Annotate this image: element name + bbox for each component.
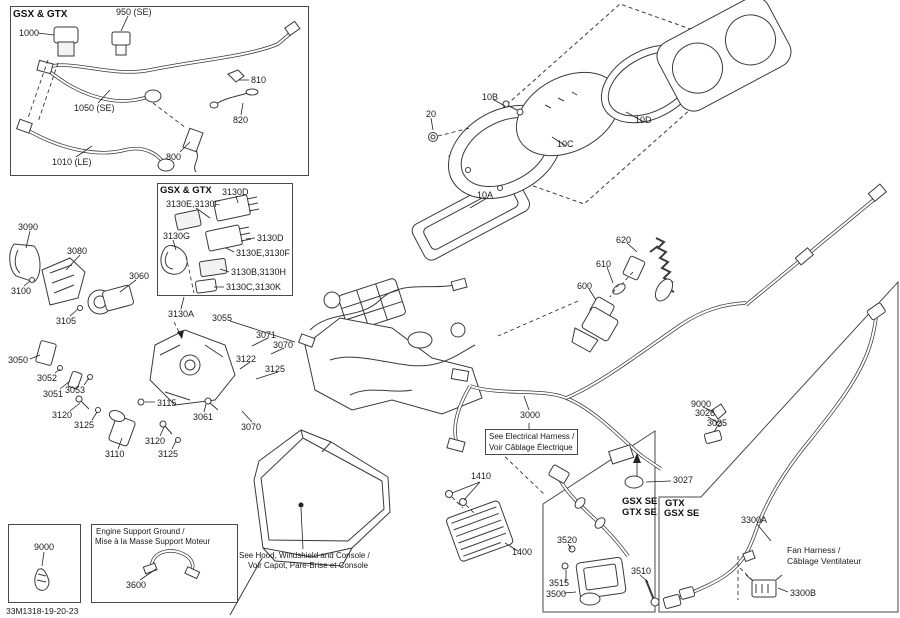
part-callout-9000: 9000 — [691, 399, 712, 409]
electrical-harness-note: See Electrical Harness / Voir Câblage Él… — [485, 429, 579, 456]
connector-kit-title: GSX & GTX — [160, 185, 212, 196]
part-callout-820: 820 — [233, 115, 249, 125]
gauge-cluster-drawing — [411, 0, 792, 261]
part-callout-20: 20 — [426, 109, 437, 119]
electrical-harness-note-line2: Voir Câblage Électrique — [489, 443, 573, 453]
switch-kit-box-frame — [10, 6, 309, 176]
document-code: 33M1318-19-20-23 — [6, 606, 79, 616]
part-callout-3130d: 3130D — [257, 233, 284, 243]
part-callout-1410: 1410 — [471, 471, 492, 481]
part-callout-10d: 10D — [635, 115, 652, 125]
part-callout-3120: 3120 — [145, 436, 166, 446]
part-callout-3071: 3071 — [256, 330, 277, 340]
part-callout-3053: 3053 — [65, 385, 86, 395]
part-callout-3125: 3125 — [74, 420, 95, 430]
part-callout-3100: 3100 — [11, 286, 32, 296]
gtx-kit-title-line1: GTX — [665, 498, 685, 509]
part-callout-950-se-: 950 (SE) — [116, 7, 152, 17]
part-callout-3515: 3515 — [549, 578, 570, 588]
part-callout-3051: 3051 — [43, 389, 64, 399]
part-callout-810: 810 — [251, 75, 267, 85]
part-callout-3300b: 3300B — [790, 588, 817, 598]
part-callout-3510: 3510 — [631, 566, 652, 576]
connector-kit-drawing — [160, 194, 260, 294]
part-callout-3125: 3125 — [265, 364, 286, 374]
part-callout-9000: 9000 — [34, 542, 55, 552]
part-callout-620: 620 — [616, 235, 632, 245]
part-callout-800: 800 — [166, 152, 182, 162]
part-callout-3520: 3520 — [557, 535, 578, 545]
part-callout-3026: 3026 — [695, 408, 716, 418]
part-callout-3060: 3060 — [129, 271, 150, 281]
switch-kit-title: GSX & GTX — [13, 9, 68, 20]
part-callout-3027: 3027 — [673, 475, 694, 485]
part-callout-3600: 3600 — [126, 580, 147, 590]
part-callout-3080: 3080 — [67, 246, 88, 256]
gsx-se-kit-title-line1: GSX SE — [622, 496, 658, 507]
part-callout-10c: 10C — [557, 139, 574, 149]
part-callout-3115: 3115 — [157, 398, 177, 408]
part-callout-3090: 3090 — [18, 222, 39, 232]
part-callout-1010-le-: 1010 (LE) — [52, 157, 92, 167]
gtx-kit-box-frame — [658, 280, 899, 613]
part-callout-3105: 3105 — [56, 316, 77, 326]
fan-harness-drawing — [662, 302, 886, 609]
gtx-kit-title-line2: GSX SE — [664, 508, 700, 519]
ground-kit-title-line2: Mise à la Masse Support Moteur — [95, 537, 211, 546]
part-callout-3300a: 3300A — [741, 515, 768, 525]
part-callout-3122: 3122 — [236, 354, 257, 364]
connector-kit-box-frame — [157, 183, 293, 296]
part-callout-610: 610 — [596, 259, 612, 269]
dashed-reference-lines — [27, 59, 754, 600]
part-callout-3070: 3070 — [241, 422, 262, 432]
fastener-parts-drawing — [624, 403, 727, 489]
part-callout-3130b-3130h: 3130B,3130H — [231, 267, 287, 277]
steering-parts-drawing — [9, 243, 236, 447]
part-callout-3500: 3500 — [546, 589, 567, 599]
ground-kit-title-line1: Engine Support Ground / — [96, 527, 185, 536]
hood-console-note-line1: See Hood, Windshield and Console / — [239, 551, 370, 560]
part-callout-3130e-3130f: 3130E,3130F — [236, 248, 291, 258]
fan-harness-note-line1: Fan Harness / — [787, 545, 841, 555]
leader-lines — [23, 15, 789, 594]
part-callout-3025: 3025 — [707, 418, 728, 428]
part-callout-1000: 1000 — [19, 28, 40, 38]
part-callout-3130e-3130f: 3130E,3130F — [166, 199, 221, 209]
part-callout-3061: 3061 — [193, 412, 214, 422]
part-callout-3055: 3055 — [212, 313, 233, 323]
clamp-box-frame — [8, 524, 81, 603]
part-callout-3110: 3110 — [105, 449, 125, 459]
clamp-drawing — [34, 568, 50, 591]
part-callout-3050: 3050 — [8, 355, 29, 365]
electrical-harness-note-line1: See Electrical Harness / — [489, 432, 575, 441]
gsx-se-kit-title-line2: GTX SE — [622, 507, 657, 518]
voltage-regulator-drawing — [445, 490, 514, 562]
main-harness-drawing — [298, 183, 888, 476]
part-callout-10b: 10B — [482, 92, 499, 102]
part-callout-10a: 10A — [477, 190, 494, 200]
part-callout-3070: 3070 — [273, 340, 294, 350]
arrowhead — [177, 330, 184, 339]
part-callout-3130a: 3130A — [168, 309, 195, 319]
part-callout-3125: 3125 — [158, 449, 179, 459]
headlight-drawing — [229, 429, 391, 616]
part-callout-1400: 1400 — [512, 547, 533, 557]
part-callout-3130c-3130k: 3130C,3130K — [226, 282, 282, 292]
switch-harness-drawing — [16, 20, 301, 173]
part-callout-3130g: 3130G — [163, 231, 191, 241]
part-callout-3120: 3120 — [52, 410, 73, 420]
tether-switch-drawing — [571, 237, 675, 353]
ground-kit-box-frame — [91, 524, 238, 603]
gsx-se-kit-box-frame — [542, 430, 656, 613]
part-callout-3000: 3000 — [520, 410, 541, 420]
part-callout-3052: 3052 — [37, 373, 58, 383]
part-callout-3130d: 3130D — [222, 187, 249, 197]
part-callout-600: 600 — [577, 281, 593, 291]
hood-console-note-line2: Voir Capot, Pare-Brise et Console — [248, 561, 369, 570]
solenoid-kit-drawing — [548, 464, 660, 607]
fan-harness-note-line2: Câblage Ventilateur — [787, 556, 862, 566]
part-callout-1050-se-: 1050 (SE) — [74, 103, 115, 113]
